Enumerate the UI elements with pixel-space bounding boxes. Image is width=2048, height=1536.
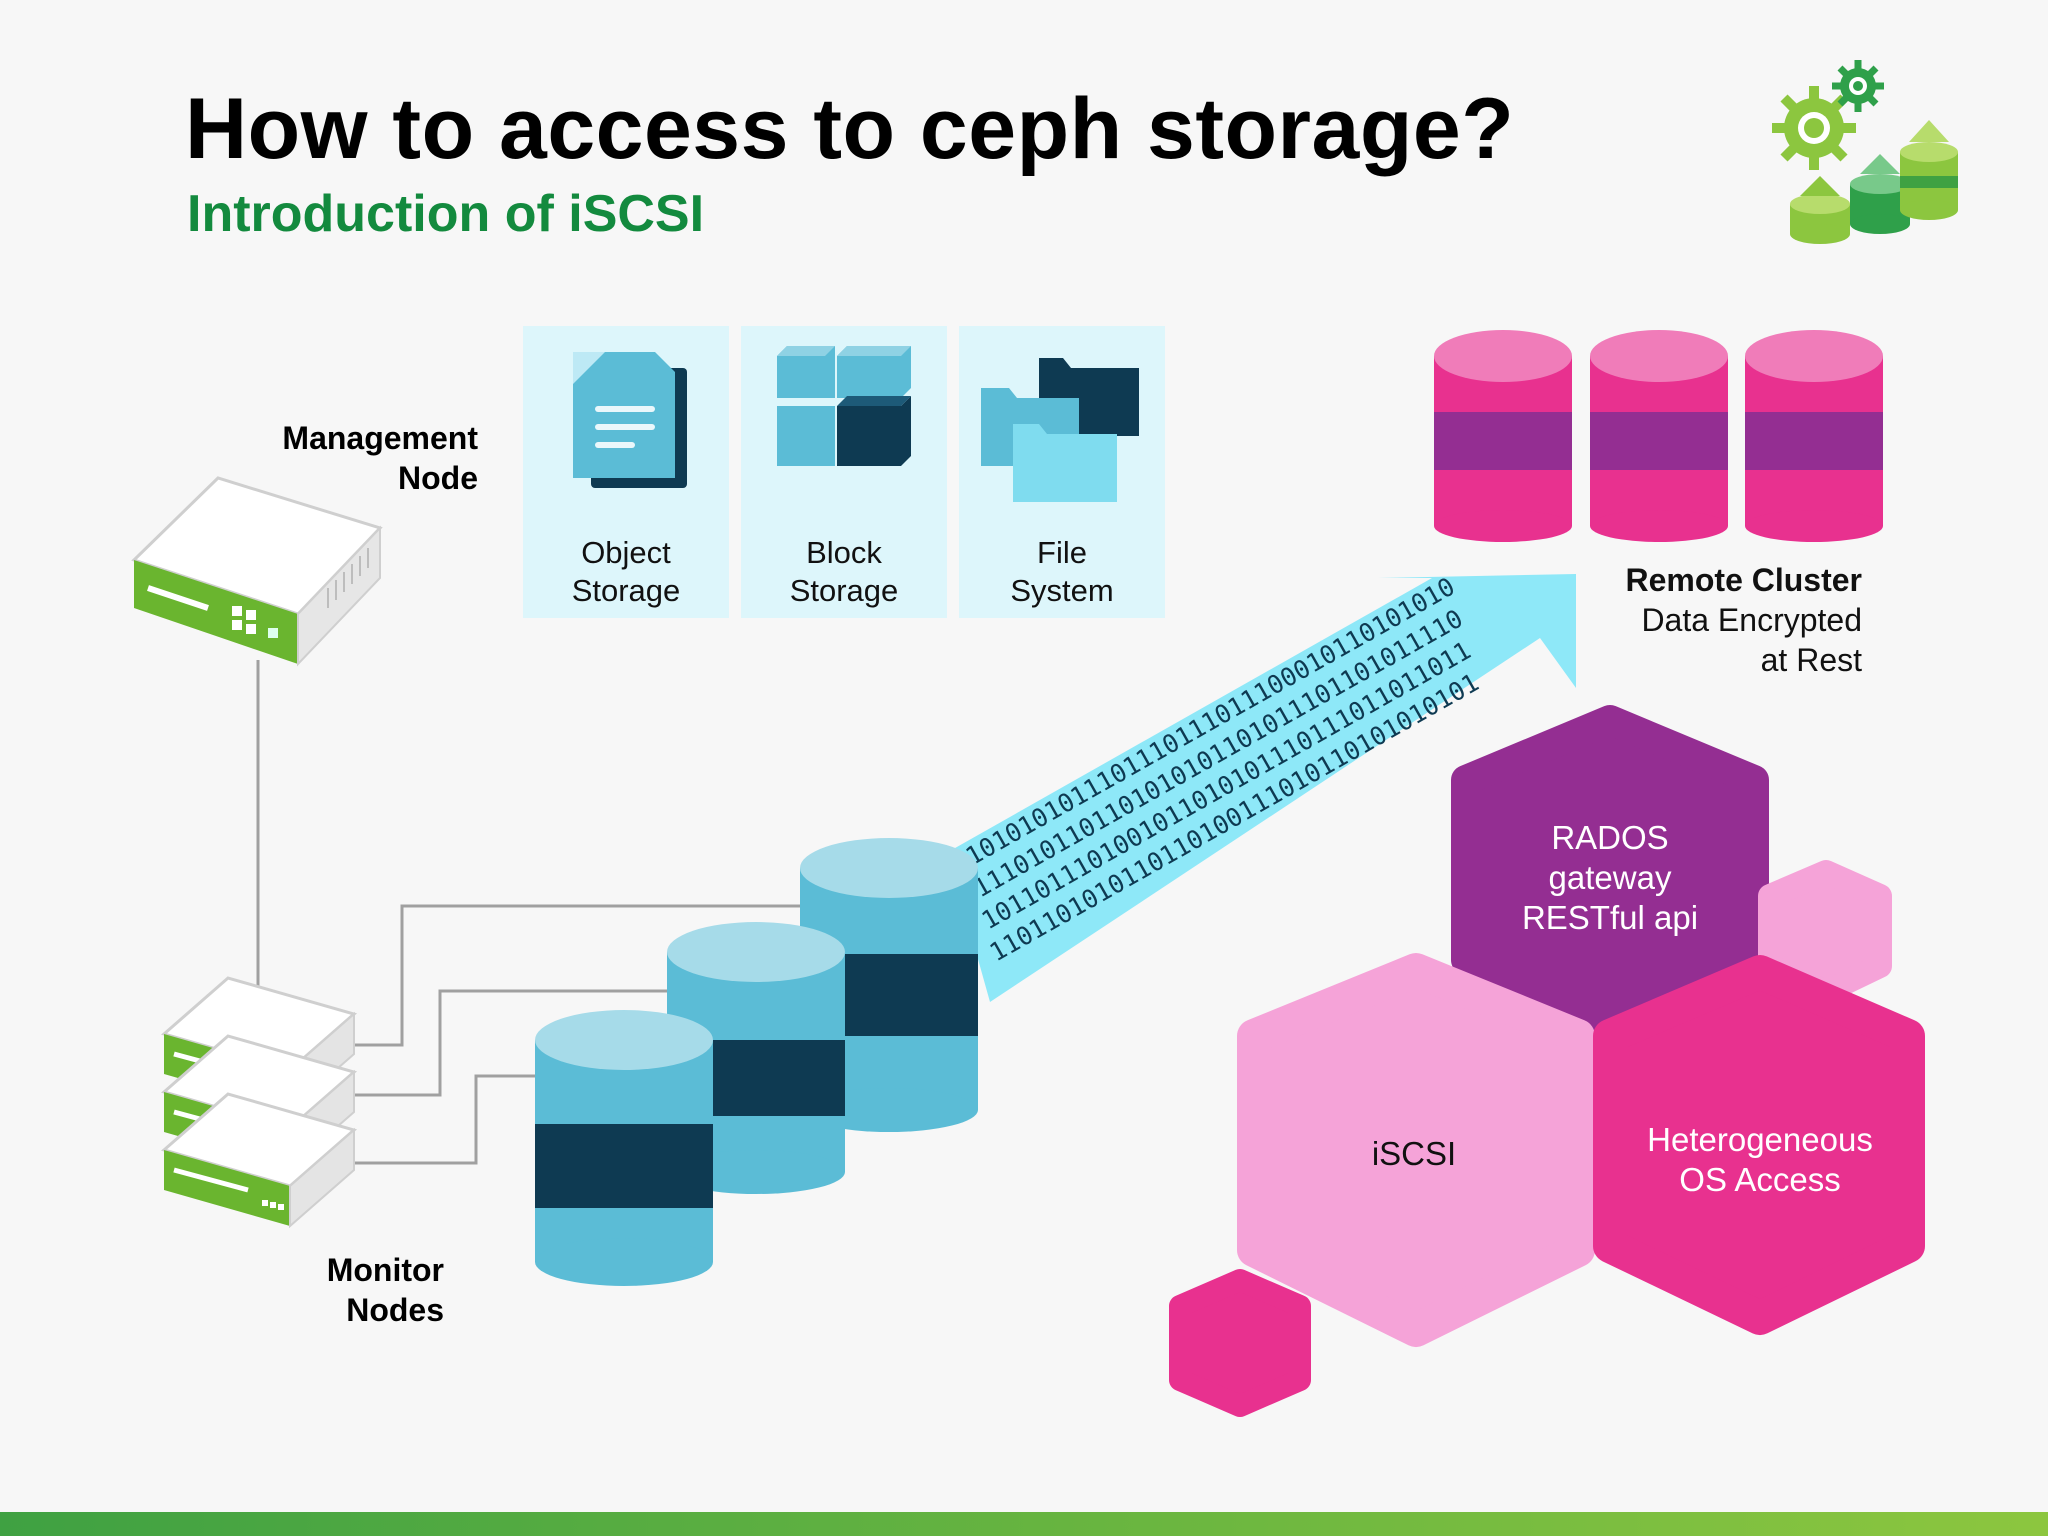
- card-block-line2: Storage: [789, 573, 899, 608]
- hexagon-small-magenta: [1169, 1269, 1311, 1417]
- remote-cylinder-2: [1590, 330, 1728, 542]
- gears-logo-icon: [1772, 60, 1958, 244]
- management-server-icon: [131, 476, 383, 667]
- cylinder-front: [535, 1010, 713, 1286]
- card-object-line1: Object: [581, 535, 671, 570]
- rados-line2: gateway: [1548, 859, 1672, 896]
- management-node-label: Management Node: [220, 418, 478, 498]
- remote-cluster-line1: Data Encrypted: [1641, 602, 1862, 638]
- card-object-line2: Storage: [571, 573, 681, 608]
- folders-icon: [981, 358, 1139, 502]
- monitor-nodes-icon: [160, 976, 358, 1229]
- remote-cluster-title: Remote Cluster: [1625, 562, 1863, 598]
- management-node-line2: Node: [398, 460, 478, 496]
- remote-cluster-label: Remote Cluster Data Encrypted at Rest: [1626, 560, 1863, 680]
- rados-label: RADOS gateway RESTful api: [1470, 818, 1750, 938]
- rados-line1: RADOS: [1551, 819, 1669, 856]
- card-file-line2: System: [1010, 573, 1114, 608]
- hetero-label: Heterogeneous OS Access: [1610, 1120, 1910, 1200]
- remote-cluster-line2: at Rest: [1760, 642, 1862, 678]
- card-file-line1: File: [1037, 535, 1087, 570]
- card-file-system: File System: [959, 326, 1165, 618]
- monitor-nodes-label: Monitor Nodes: [240, 1250, 444, 1330]
- page-title: How to access to ceph storage?: [185, 81, 1515, 177]
- blocks-icon: [777, 346, 911, 466]
- hetero-line2: OS Access: [1679, 1161, 1841, 1198]
- card-block-line1: Block: [806, 535, 882, 570]
- card-block-storage: Block Storage: [741, 326, 947, 618]
- hexagon-iscsi: [1237, 953, 1595, 1347]
- card-object-storage: Object Storage: [523, 326, 729, 618]
- hetero-line1: Heterogeneous: [1647, 1121, 1873, 1158]
- iscsi-label: iSCSI: [1264, 1134, 1564, 1174]
- rados-line3: RESTful api: [1521, 899, 1699, 936]
- remote-cylinder-3: [1745, 330, 1883, 542]
- footer-bar: [0, 1512, 2048, 1536]
- page-subtitle: Introduction of iSCSI: [187, 185, 705, 243]
- monitor-nodes-line1: Monitor: [326, 1252, 444, 1288]
- remote-cylinder-1: [1434, 330, 1572, 542]
- monitor-nodes-line2: Nodes: [346, 1292, 444, 1328]
- document-icon: [573, 352, 687, 488]
- management-node-line1: Management: [282, 420, 478, 456]
- hexagon-hetero: [1593, 955, 1925, 1335]
- iscsi-line1: iSCSI: [1371, 1135, 1457, 1172]
